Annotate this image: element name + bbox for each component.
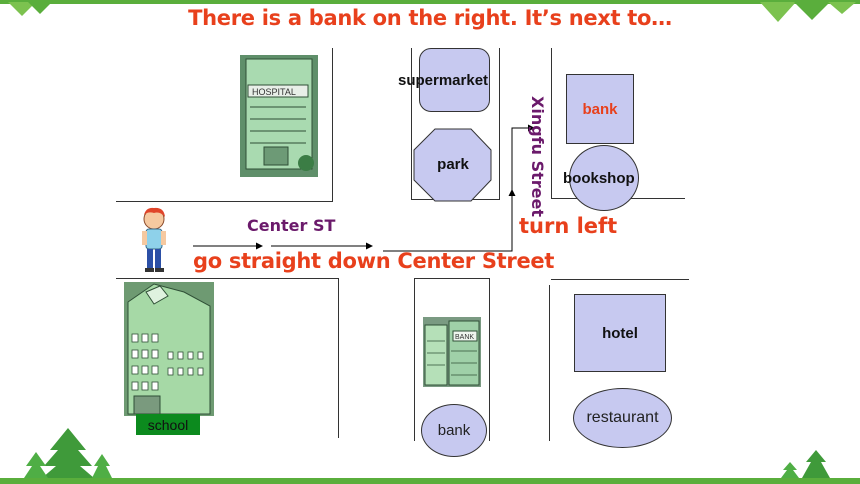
road-line xyxy=(499,48,500,200)
slide-title: There is a bank on the right. It’s next … xyxy=(188,6,672,30)
bookshop-ellipse xyxy=(569,145,639,211)
hospital-sign-text: HOSPITAL xyxy=(252,87,296,97)
road-line xyxy=(116,201,332,202)
supermarket-label: supermarket xyxy=(398,72,489,89)
tree-decor-left-icon xyxy=(24,428,112,478)
top-decor-bar xyxy=(0,0,860,4)
boy-figure-icon xyxy=(142,207,166,272)
road-line xyxy=(414,278,415,441)
bookshop-label: bookshop xyxy=(563,170,635,187)
road-line xyxy=(332,48,333,202)
road-line xyxy=(551,279,689,280)
center-st-label: Center ST xyxy=(247,216,336,235)
leaf-decor-left-icon xyxy=(8,2,52,16)
bottom-decor-bar xyxy=(0,478,860,484)
road-line xyxy=(411,48,412,200)
road-line xyxy=(489,278,490,441)
xingfu-street-label: Xingfu Street xyxy=(528,96,547,217)
turn-left-label: turn left xyxy=(519,214,618,238)
hospital-building-icon: HOSPITAL xyxy=(240,55,318,177)
road-line xyxy=(338,278,339,438)
school-label: school xyxy=(136,414,200,435)
bank-building-icon: BANK xyxy=(423,317,481,387)
park-label: park xyxy=(437,156,469,173)
tree-decor-right-icon xyxy=(781,450,830,478)
school-building-icon xyxy=(124,282,214,416)
restaurant-ellipse: restaurant xyxy=(573,388,672,448)
restaurant-label: restaurant xyxy=(586,409,659,426)
bank-bottom-ellipse: bank xyxy=(421,404,487,457)
go-straight-label: go straight down Center Street xyxy=(193,249,555,273)
bank-top-box: bank xyxy=(566,74,634,144)
bank-sign-text: BANK xyxy=(455,334,474,341)
hotel-box: hotel xyxy=(574,294,666,372)
road-line xyxy=(414,278,489,279)
road-line xyxy=(549,285,550,441)
supermarket-shape xyxy=(419,48,490,112)
leaf-decor-right-icon xyxy=(760,2,856,22)
road-line xyxy=(551,48,552,198)
road-line xyxy=(116,278,338,279)
bank-bottom-label: bank xyxy=(437,422,471,439)
park-octagon xyxy=(413,128,492,202)
